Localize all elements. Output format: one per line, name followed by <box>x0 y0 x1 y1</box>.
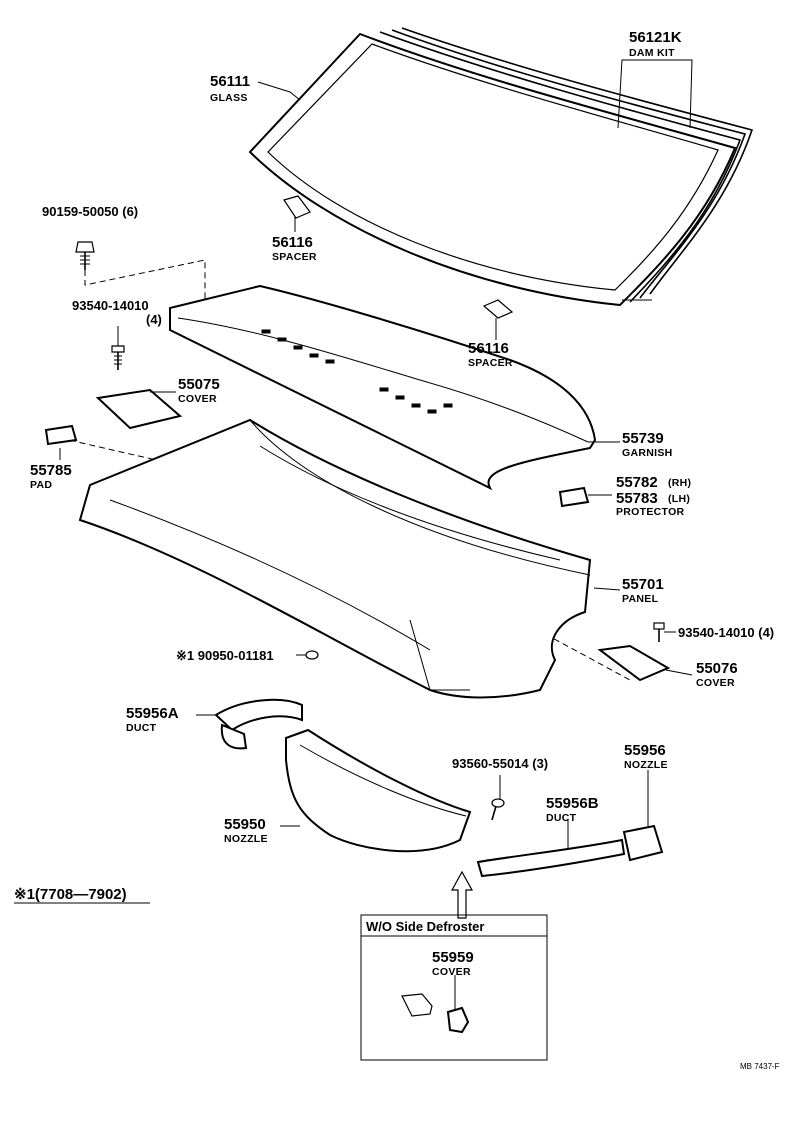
nozzle-center-part-name: NOZZLE <box>224 833 268 845</box>
footnote: ※1(7708—7902) <box>14 886 127 903</box>
spacer-lower-part-number: 56116 <box>468 340 509 357</box>
clip-part-number: ※1 90950-01181 <box>176 648 274 663</box>
damkit-part-number: 56121K <box>629 29 682 46</box>
spacer-upper-drawing <box>283 195 311 219</box>
protector-lh-part-number: 55783 <box>616 490 658 507</box>
spacer-lower-part-name: SPACER <box>468 357 513 369</box>
cover-upper-drawing <box>95 388 183 430</box>
screw-drawing <box>111 345 125 370</box>
pad-part-name: PAD <box>30 479 52 491</box>
protector-lh-side: (LH) <box>668 493 690 505</box>
clip-drawing <box>305 650 319 660</box>
tube-drawing <box>401 993 433 1017</box>
duct-right-drawing <box>476 838 626 878</box>
arrow-up-icon <box>450 870 474 919</box>
protector-rh-part-number: 55782 <box>616 474 658 491</box>
nozzle-right-part-name: NOZZLE <box>624 759 668 771</box>
spacer-lower-drawing <box>482 299 514 319</box>
pad-drawing <box>44 424 78 446</box>
spacer-upper-part-number: 56116 <box>272 234 313 251</box>
garnish-part-number: 55739 <box>622 430 664 447</box>
windshield-glass-drawing <box>248 32 737 307</box>
duct-left-drawing <box>214 698 303 750</box>
reference-code: MB 7437-F <box>740 1062 780 1071</box>
variant-box <box>360 914 548 1061</box>
screw-part-number: 93540-14010 <box>72 298 149 313</box>
cover-right-drawing <box>597 644 671 682</box>
protector-drawing <box>558 486 590 508</box>
spacer-upper-part-name: SPACER <box>272 251 317 263</box>
panel-part-number: 55701 <box>622 576 664 593</box>
pad-part-number: 55785 <box>30 462 72 479</box>
nozzle-right-part-number: 55956 <box>624 742 666 759</box>
screw-quantity: (4) <box>146 312 162 327</box>
cover-cap-drawing <box>446 1006 470 1034</box>
screw-center-drawing <box>491 798 505 821</box>
variant-title-box <box>360 914 548 937</box>
cover-right-part-name: COVER <box>696 677 735 689</box>
cowl-panel-drawing <box>78 418 592 699</box>
cover-upper-part-number: 55075 <box>178 376 220 393</box>
panel-part-name: PANEL <box>622 593 659 605</box>
protector-rh-side: (RH) <box>668 477 691 489</box>
cover-cap-part-number: 55959 <box>432 949 474 966</box>
nozzle-center-part-number: 55950 <box>224 816 266 833</box>
duct-left-part-number: 55956A <box>126 705 179 722</box>
protector-part-name: PROTECTOR <box>616 506 685 518</box>
duct-left-part-name: DUCT <box>126 722 157 734</box>
garnish-drawing <box>169 284 597 491</box>
garnish-part-name: GARNISH <box>622 447 673 459</box>
nozzle-center-drawing <box>285 728 472 853</box>
cover-upper-part-name: COVER <box>178 393 217 405</box>
nozzle-right-drawing <box>622 824 664 862</box>
variant-title: W/O Side Defroster <box>366 919 484 934</box>
screw-right-part-number: 93540-14010 (4) <box>678 625 774 640</box>
bolt-drawing <box>75 241 95 270</box>
screw-center-part-number: 93560-55014 (3) <box>452 756 548 771</box>
glass-part-name: GLASS <box>210 92 248 104</box>
bolt-part-number: 90159-50050 (6) <box>42 204 138 219</box>
duct-right-part-number: 55956B <box>546 795 599 812</box>
duct-right-part-name: DUCT <box>546 812 577 824</box>
glass-part-number: 56111 <box>210 73 250 90</box>
dam-kit-drawing <box>379 27 754 303</box>
cover-cap-part-name: COVER <box>432 966 471 978</box>
screw-right-drawing <box>653 622 665 642</box>
damkit-part-name: DAM KIT <box>629 47 675 59</box>
cover-right-part-number: 55076 <box>696 660 738 677</box>
